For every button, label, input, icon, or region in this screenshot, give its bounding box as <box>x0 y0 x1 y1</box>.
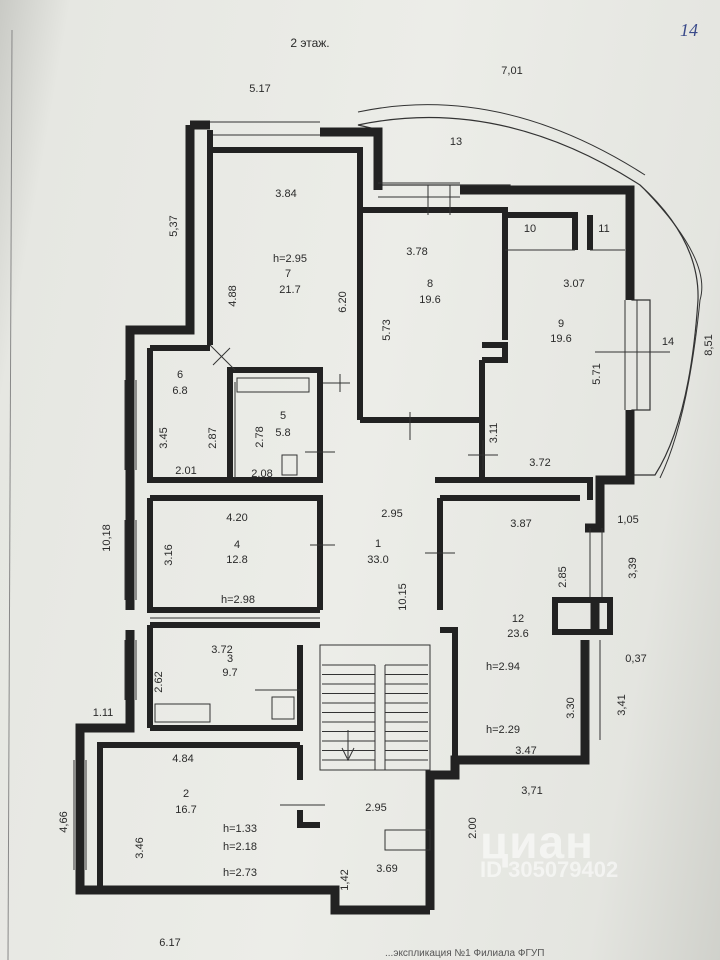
exterior-walls <box>75 120 635 915</box>
dimension-label: 6.20 <box>337 291 349 312</box>
dimension-label: 5.73 <box>381 319 393 340</box>
dimension-label: 1,42 <box>339 869 351 890</box>
room-number: 13 <box>450 136 462 148</box>
height-label: h=2.98 <box>221 594 255 606</box>
room-number: 14 <box>662 336 674 348</box>
dimension-label: 10,18 <box>101 524 113 552</box>
room-number: 2 <box>183 788 189 800</box>
dimension-label: 3.47 <box>515 745 536 757</box>
height-label: h=2.18 <box>223 841 257 853</box>
bay-window-right-arc <box>644 189 703 479</box>
dimension-label: 3,41 <box>616 694 628 715</box>
dimension-label: 2.08 <box>251 468 272 480</box>
height-label: h=2.29 <box>486 724 520 736</box>
dimension-label: 2.95 <box>365 802 386 814</box>
room-number: 3 <box>227 653 233 665</box>
height-label: h=2.95 <box>273 253 307 265</box>
room-area: 6.8 <box>172 385 187 397</box>
dimension-label: 3.45 <box>158 427 170 448</box>
dimension-label: 3.84 <box>275 188 296 200</box>
vertical-dimension-labels: 5,37 4.88 6.20 5.73 5.71 8,51 3.45 2.87 … <box>58 215 715 890</box>
dimension-label: 4.84 <box>172 753 193 765</box>
dimension-label: 5,37 <box>168 215 180 236</box>
dimension-label: 2.01 <box>175 465 196 477</box>
dimension-label: 2.87 <box>207 427 219 448</box>
door-markers <box>280 185 498 806</box>
room-area: 9.7 <box>222 667 237 679</box>
dimension-label: 4.20 <box>226 512 247 524</box>
dimension-label: 3.30 <box>565 697 577 718</box>
dimension-label: 1.11 <box>93 707 114 719</box>
room-number: 12 <box>512 613 524 625</box>
dimension-label: 2.78 <box>254 426 266 447</box>
watermark-id: ID 305079402 <box>480 857 619 882</box>
room-number: 5 <box>280 410 286 422</box>
dimension-label: 3.07 <box>563 278 584 290</box>
dimension-label: 3.11 <box>488 423 500 444</box>
dimension-label: 3.87 <box>510 518 531 530</box>
dimension-label: 1,05 <box>617 514 638 526</box>
room-area: 19.6 <box>419 294 440 306</box>
dimension-label: 4.88 <box>227 285 239 306</box>
bay-window-outline <box>357 116 699 476</box>
room-number: 1 <box>375 538 381 550</box>
margin-line <box>7 29 13 960</box>
dimension-label: 3.78 <box>406 246 427 258</box>
room-number: 11 <box>598 223 609 235</box>
dimension-label: 10.15 <box>397 583 409 611</box>
dimension-label: 5.17 <box>249 83 270 95</box>
dimension-label: 3.69 <box>376 863 397 875</box>
watermark-logo: циан <box>480 816 594 868</box>
sheet-number: 14 <box>680 20 698 40</box>
interior-walls <box>97 130 613 890</box>
dimension-label: 2.95 <box>381 508 402 520</box>
room-number: 4 <box>234 539 240 551</box>
height-label: h=2.73 <box>223 867 257 879</box>
dimension-label: 3.16 <box>163 544 175 565</box>
window-segments <box>73 121 638 870</box>
dimension-label: 3,71 <box>521 785 542 797</box>
bottom-note: ...экспликация №1 Филиала ФГУП <box>385 948 545 959</box>
watermark: циан ID 305079402 <box>480 815 618 882</box>
room-area: 19.6 <box>550 333 571 345</box>
room-area: 16.7 <box>175 804 196 816</box>
room-number: 9 <box>558 318 564 330</box>
dimension-label: 3.72 <box>211 644 232 656</box>
dimension-label: 2.00 <box>467 817 479 838</box>
floor-title: 2 этаж. <box>290 36 329 50</box>
dimension-label: 6.17 <box>159 937 180 949</box>
dimension-label: 3.46 <box>134 837 146 858</box>
room-area: 23.6 <box>507 628 528 640</box>
dimension-label: 4,66 <box>58 811 70 832</box>
room-number: 6 <box>177 369 183 381</box>
room-area: 21.7 <box>279 284 300 296</box>
inner-lines <box>150 249 670 723</box>
dimension-label: 8,51 <box>703 334 715 355</box>
dimension-label: 5.71 <box>591 363 603 384</box>
room-area: 12.8 <box>226 554 247 566</box>
room-area: 5.8 <box>275 427 290 439</box>
dimension-label: 7,01 <box>501 65 522 77</box>
dimension-labels: 5.17 7,01 3.84 3.78 3.07 2.01 2.08 3.72 … <box>93 65 647 949</box>
dimension-label: 3,39 <box>627 557 639 578</box>
room-area: 33.0 <box>367 554 388 566</box>
room-number: 10 <box>524 223 536 235</box>
dimension-label: 3.72 <box>529 457 550 469</box>
dimension-label: 0,37 <box>625 653 646 665</box>
room-number: 7 <box>285 268 291 280</box>
height-labels: h=2.95 h=2.98 h=2.94 h=2.29 h=1.33 h=2.1… <box>221 253 520 879</box>
dimension-label: 2.62 <box>153 671 165 692</box>
dimension-label: 2.85 <box>557 566 569 587</box>
height-label: h=1.33 <box>223 823 257 835</box>
stair-arrow-icon <box>341 747 355 762</box>
height-label: h=2.94 <box>486 661 520 673</box>
room-number: 8 <box>427 278 433 290</box>
bay-window-outer-arc <box>357 104 646 176</box>
staircase <box>319 644 431 851</box>
room-labels: 1 33.0 2 16.7 3 9.7 4 12.8 5 5.8 6 6.8 7… <box>172 136 674 816</box>
